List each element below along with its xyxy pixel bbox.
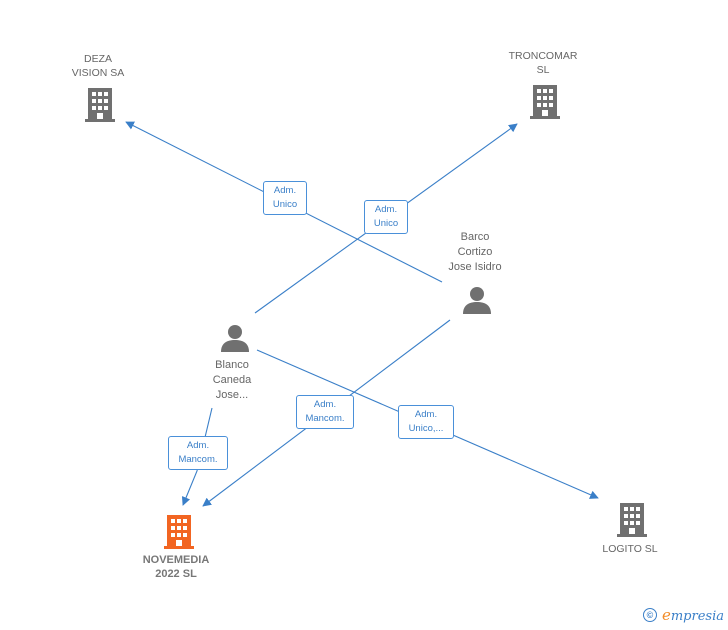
node-label-novemedia[interactable]: NOVEMEDIA 2022 SL — [142, 554, 210, 580]
person-icon — [463, 287, 491, 314]
node-label-logito[interactable]: LOGITO SL — [602, 543, 658, 555]
node-label-blanco[interactable]: Blanco Caneda Jose... — [212, 359, 252, 401]
building-icon — [85, 88, 115, 122]
copyright-icon: © — [642, 608, 657, 622]
building-icon-highlight — [164, 515, 194, 549]
building-icon — [530, 85, 560, 119]
edge-label-blanco-novemedia: Adm. Mancom. — [168, 436, 228, 470]
building-icon — [617, 503, 647, 537]
brand-name: empresia — [662, 606, 724, 624]
node-label-deza[interactable]: DEZA VISION SA — [71, 53, 125, 79]
node-label-barco[interactable]: Barco Cortizo Jose Isidro — [448, 231, 502, 273]
edge-label-barco-deza: Adm. Unico — [263, 181, 307, 215]
edge-blanco-novemedia — [181, 407, 213, 506]
brand-name-first: e — [661, 606, 671, 624]
edge-label-blanco-troncomar: Adm. Unico — [364, 200, 408, 234]
node-label-troncomar[interactable]: TRONCOMAR SL — [508, 50, 578, 76]
edge-label-blanco-logito: Adm. Unico,... — [398, 405, 454, 439]
person-icon — [221, 325, 249, 352]
brand-name-rest: mpresia — [670, 609, 724, 624]
brand-logo: © empresia — [642, 606, 724, 624]
edge-label-barco-novemedia: Adm. Mancom. — [296, 395, 354, 429]
